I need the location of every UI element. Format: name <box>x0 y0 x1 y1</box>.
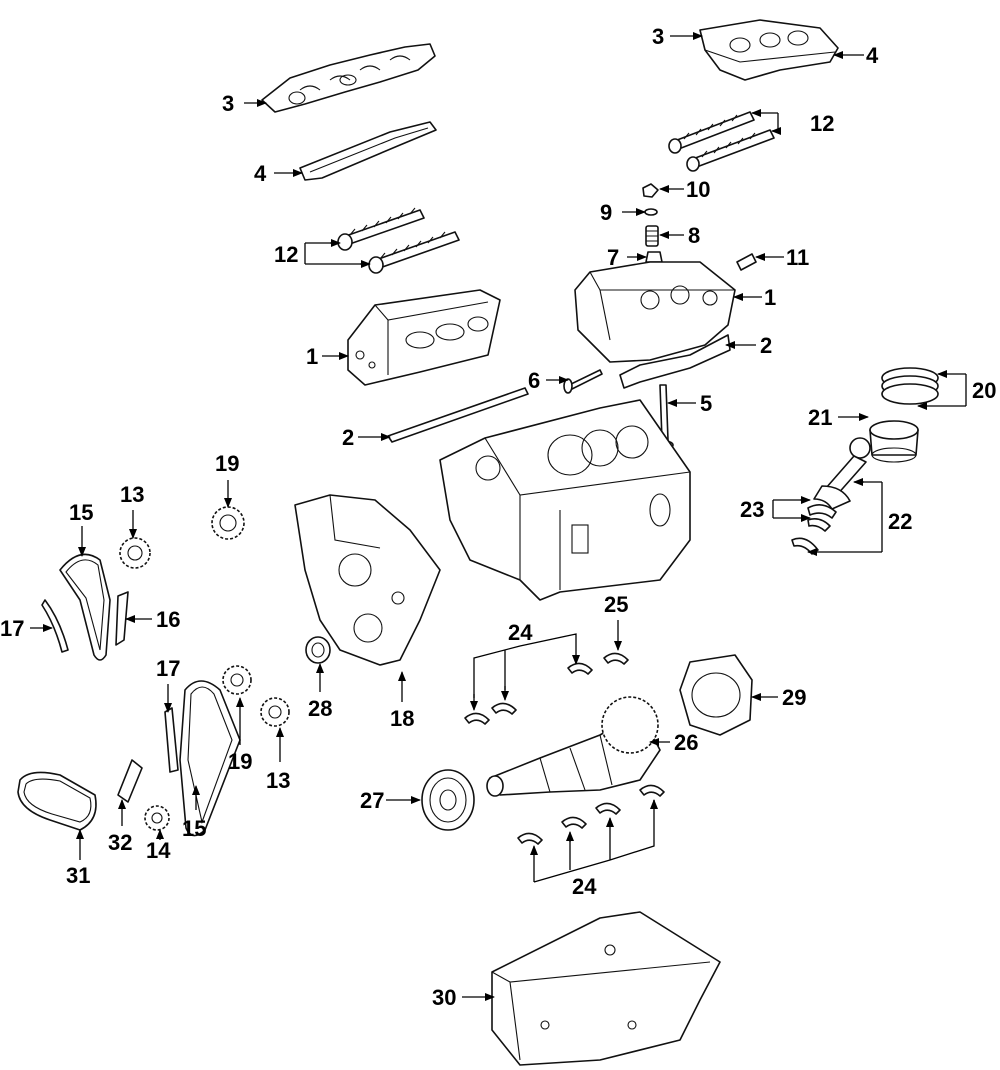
callout-27: 27 <box>360 788 384 813</box>
leader-lines <box>30 32 967 1001</box>
callout-24-bottom: 24 <box>572 874 597 899</box>
callout-11: 11 <box>786 245 809 270</box>
callout-24-top: 24 <box>508 620 533 645</box>
timing-chain-upper <box>59 553 111 661</box>
crank-pulley <box>421 769 475 831</box>
callout-20: 20 <box>972 378 996 403</box>
valve-cover-gasket-left <box>299 121 437 181</box>
callout-15-bottom: 15 <box>182 816 206 841</box>
oil-pan <box>491 911 721 1066</box>
callout-23: 23 <box>740 497 764 522</box>
callout-13-top: 13 <box>120 482 144 507</box>
timing-chain-lower <box>179 680 241 837</box>
callout-29: 29 <box>782 685 806 710</box>
sprocket-19-top <box>211 506 245 540</box>
sprocket-19-bottom <box>222 665 252 695</box>
callout-28: 28 <box>308 696 332 721</box>
callout-3-right: 3 <box>652 24 664 49</box>
callout-9: 9 <box>600 200 612 225</box>
valve-cover-right <box>699 19 839 81</box>
oil-pump-chain <box>17 771 97 831</box>
callout-25: 25 <box>604 592 628 617</box>
cylinder-head-right <box>574 261 736 389</box>
callout-21: 21 <box>808 405 832 430</box>
rear-seal-housing <box>679 654 753 736</box>
chain-guide-17-bottom <box>164 707 179 773</box>
timing-cover <box>294 494 441 666</box>
valve-cover-left <box>261 43 436 113</box>
camshafts-right <box>668 111 775 172</box>
callout-10: 10 <box>686 177 710 202</box>
callout-7: 7 <box>607 245 619 270</box>
callout-2-right: 2 <box>760 333 772 358</box>
callout-6: 6 <box>528 368 540 393</box>
crankshaft <box>486 696 661 797</box>
engine-block <box>439 399 691 601</box>
callout-15-top: 15 <box>69 500 93 525</box>
callout-32: 32 <box>108 830 132 855</box>
callout-17-top: 17 <box>0 616 24 641</box>
callout-16: 16 <box>156 607 180 632</box>
callout-19-top: 19 <box>215 451 239 476</box>
piston <box>869 420 919 463</box>
callout-1-left: 1 <box>306 344 318 369</box>
callout-13-bottom: 13 <box>266 768 290 793</box>
front-seal <box>305 636 331 664</box>
crank-sprocket-14 <box>144 805 170 831</box>
callout-14: 14 <box>146 838 171 863</box>
rod-bearings <box>791 504 837 555</box>
callout-8: 8 <box>688 223 700 248</box>
callout-26: 26 <box>674 730 698 755</box>
cylinder-head-left <box>347 289 501 386</box>
callout-4-left: 4 <box>254 161 267 186</box>
connecting-rod <box>813 437 871 510</box>
callout-19-bottom: 19 <box>228 749 252 774</box>
main-bearings-lower <box>517 784 665 845</box>
main-bearings-upper <box>464 652 629 725</box>
callout-12-left: 12 <box>274 242 298 267</box>
chain-guide-16 <box>115 591 129 646</box>
callout-12-right: 12 <box>810 111 834 136</box>
chain-guide-17-top <box>41 599 69 653</box>
callout-1-right: 1 <box>764 285 776 310</box>
callout-30: 30 <box>432 985 456 1010</box>
callout-3-left: 3 <box>222 91 234 116</box>
callout-5: 5 <box>700 391 712 416</box>
callout-4-right: 4 <box>866 43 879 68</box>
valve-train-parts <box>642 183 757 271</box>
piston-rings <box>881 367 939 405</box>
callout-22: 22 <box>888 509 912 534</box>
callout-31: 31 <box>66 863 90 888</box>
callout-18: 18 <box>390 706 414 731</box>
callout-17-bottom: 17 <box>156 656 180 681</box>
callout-labels: 3 4 12 1 2 3 4 12 10 9 8 7 11 1 2 6 5 20… <box>0 24 996 1010</box>
camshafts-left <box>337 207 460 274</box>
sprocket-13-top <box>119 537 151 569</box>
callout-2-left: 2 <box>342 425 354 450</box>
chain-tensioner-32 <box>117 759 143 803</box>
sprocket-13-bottom <box>260 697 290 727</box>
